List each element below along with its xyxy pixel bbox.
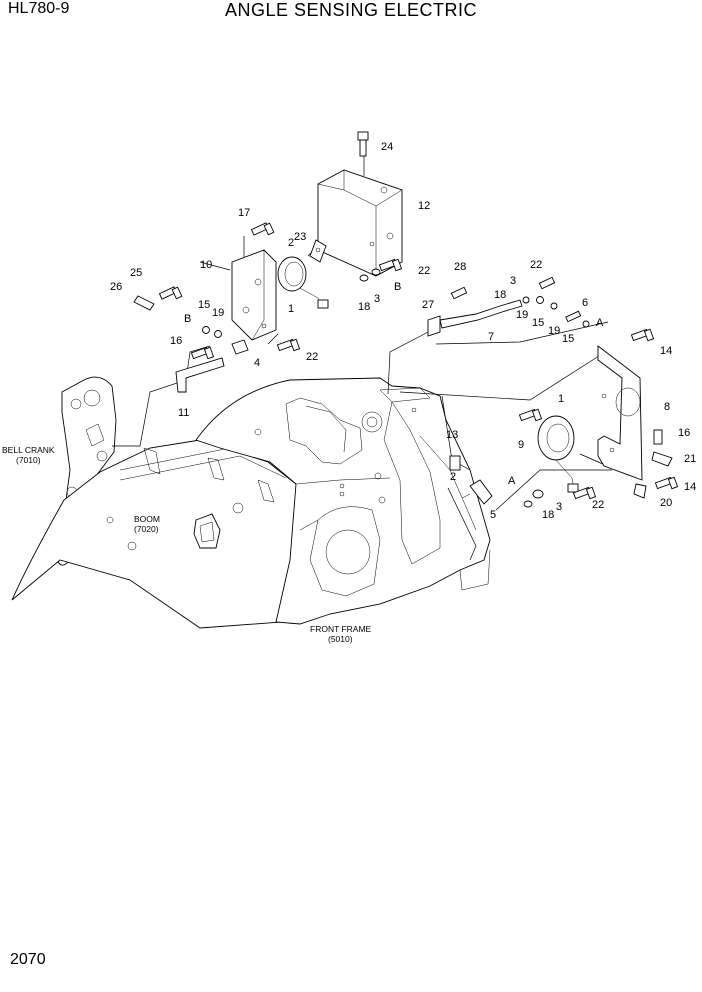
callout-23: 23 xyxy=(294,231,306,243)
callout-16-right: 16 xyxy=(678,427,690,439)
front-frame-label: FRONT FRAME xyxy=(310,624,372,634)
callout-9: 9 xyxy=(518,439,524,451)
callout-labels: 24 12 17 23 2 10 22 1 18 3 B 25 26 15 19… xyxy=(110,141,696,521)
callout-20: 20 xyxy=(660,497,672,509)
callout-25: 25 xyxy=(130,267,142,279)
bell-crank-code: (7010) xyxy=(16,455,41,465)
callout-19: 19 xyxy=(212,307,224,319)
page-number: 2070 xyxy=(10,951,46,968)
callout-24: 24 xyxy=(381,141,393,153)
callout-2-right: 2 xyxy=(450,471,456,483)
callout-14: 14 xyxy=(660,345,672,357)
callout-21: 21 xyxy=(684,453,696,465)
callout-B: B xyxy=(394,281,401,293)
callout-5: 5 xyxy=(490,509,496,521)
callout-15-right: 15 xyxy=(532,317,544,329)
model-number: HL780-9 xyxy=(8,0,70,17)
callout-22-right: 22 xyxy=(530,259,542,271)
callout-1-right: 1 xyxy=(558,393,564,405)
page-title: ANGLE SENSING ELECTRIC xyxy=(224,0,478,20)
callout-7: 7 xyxy=(488,331,494,343)
callout-18-right: 18 xyxy=(494,289,506,301)
callout-6: 6 xyxy=(582,297,588,309)
callout-1: 1 xyxy=(288,303,294,315)
callout-19-right-b: 19 xyxy=(548,325,560,337)
callout-3-right: 3 xyxy=(510,275,516,287)
callout-17: 17 xyxy=(238,207,250,219)
callout-12: 12 xyxy=(418,200,430,212)
callout-2: 2 xyxy=(288,237,294,249)
callout-15: 15 xyxy=(198,299,210,311)
boom-code: (7020) xyxy=(134,524,159,534)
callout-22-lower: 22 xyxy=(306,351,318,363)
reference-labels: BELL CRANK (7010) BOOM (7020) FRONT FRAM… xyxy=(2,445,372,644)
callout-10: 10 xyxy=(200,259,212,271)
callout-28: 28 xyxy=(454,261,466,273)
bell-crank-label: BELL CRANK xyxy=(2,445,55,455)
callout-3: 3 xyxy=(374,293,380,305)
callout-11: 11 xyxy=(178,407,189,419)
callout-26: 26 xyxy=(110,281,122,293)
callout-19-right: 19 xyxy=(516,309,528,321)
callout-A-lower: A xyxy=(508,475,516,487)
machine-structure xyxy=(11,376,491,629)
callout-3-lower: 3 xyxy=(556,501,562,513)
callout-13: 13 xyxy=(446,429,458,441)
callout-15-right-b: 15 xyxy=(562,333,574,345)
callout-4: 4 xyxy=(254,357,260,369)
callout-22: 22 xyxy=(418,265,430,277)
callout-16: 16 xyxy=(170,335,182,347)
callout-B-left: B xyxy=(184,313,191,325)
callout-22-lower-right: 22 xyxy=(592,499,604,511)
callout-A: A xyxy=(596,317,604,329)
callout-18: 18 xyxy=(358,301,370,313)
boom-label: BOOM xyxy=(134,514,160,524)
callout-8: 8 xyxy=(664,401,670,413)
front-frame-code: (5010) xyxy=(328,634,353,644)
right-assembly xyxy=(427,276,679,508)
callout-27: 27 xyxy=(422,299,434,311)
upper-left-assembly xyxy=(133,131,403,393)
callout-18-lower: 18 xyxy=(542,509,554,521)
callout-14-lower: 14 xyxy=(684,481,696,493)
